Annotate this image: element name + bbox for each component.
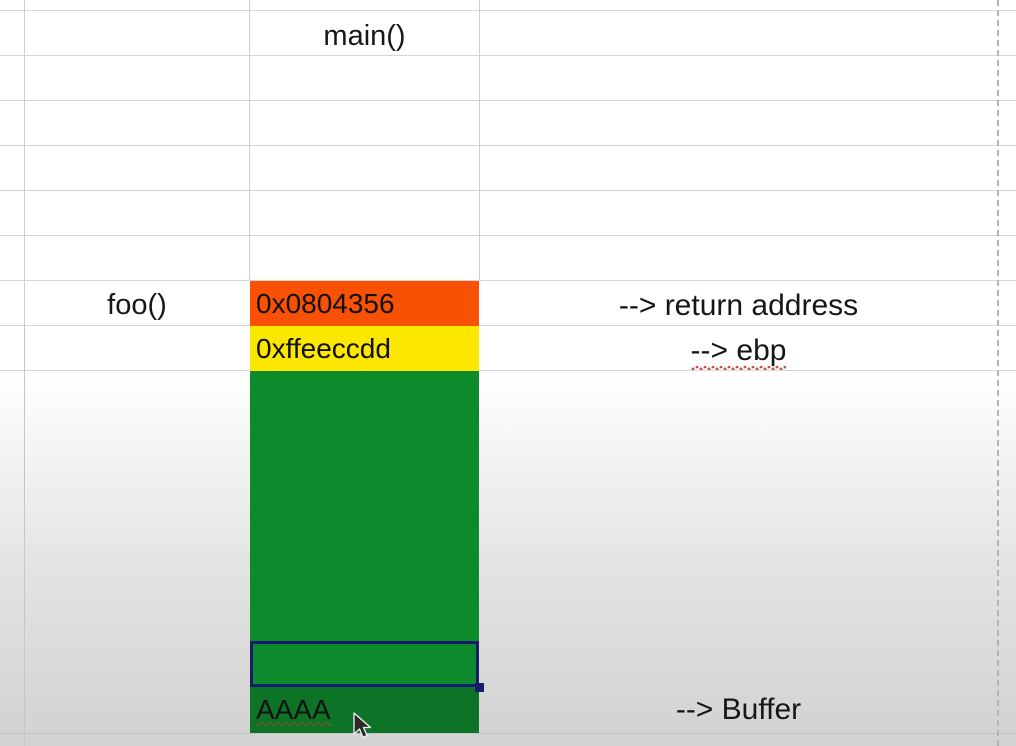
- foo-frame-label: foo(): [107, 289, 167, 321]
- buffer-cell-aaaa[interactable]: AAAA: [250, 686, 479, 733]
- page-break-guide: [997, 0, 999, 746]
- gridline-row: [0, 733, 1016, 734]
- annotation-buffer: --> Buffer: [675, 692, 802, 726]
- selection-fill-handle[interactable]: [475, 683, 484, 692]
- buffer-region[interactable]: [250, 371, 479, 641]
- annotation-ebp: --> ebp: [480, 328, 997, 373]
- buffer-cell-empty[interactable]: [250, 641, 479, 686]
- main-frame-label: main(): [323, 20, 406, 52]
- saved-ebp-cell[interactable]: 0xffeeccdd: [250, 326, 479, 371]
- annotation-ebp-text: --> ebp: [690, 333, 787, 370]
- sheet-unshaded-region: [0, 0, 1016, 374]
- return-address-cell[interactable]: 0x0804356: [250, 281, 479, 326]
- gridline-col: [24, 325, 25, 746]
- selected-cell[interactable]: [250, 641, 479, 687]
- annotation-return-address: --> return address: [618, 288, 859, 322]
- buffer-cell-aaaa-text: AAAA: [256, 693, 331, 726]
